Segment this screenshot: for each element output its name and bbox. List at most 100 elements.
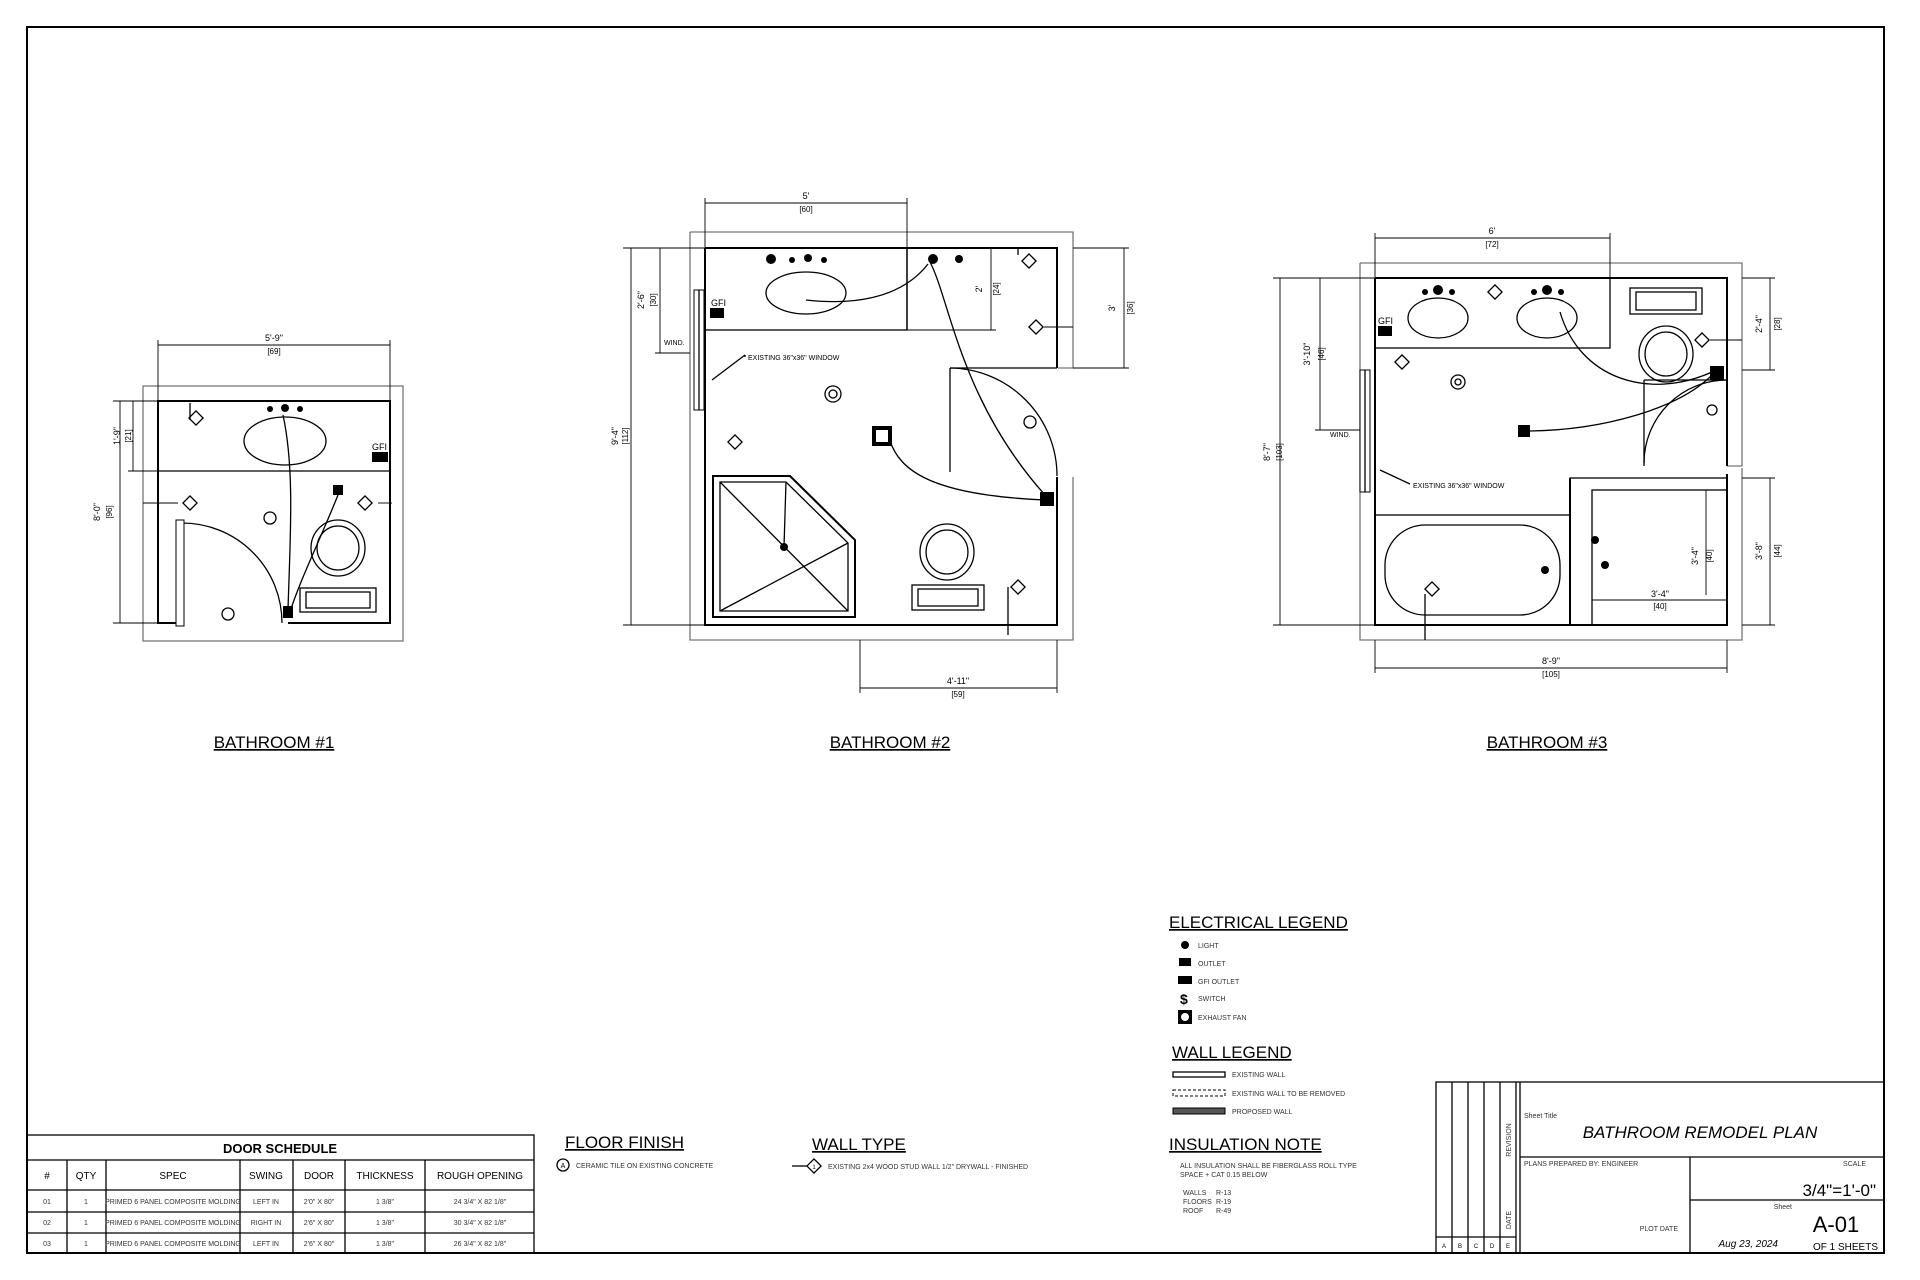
table-cell: 24 3/4" X 82 1/8" [454, 1199, 507, 1206]
sink-icon [1516, 297, 1578, 339]
table-cell: 02 [43, 1220, 51, 1227]
floor-tag: A [561, 1163, 566, 1170]
wall-tag: 1 [812, 1165, 816, 1171]
dim-label: [60] [799, 205, 812, 214]
dim-label: 2' [974, 285, 984, 292]
dim-label: [36] [1126, 301, 1135, 314]
table-cell: 26 3/4" X 82 1/8" [454, 1241, 507, 1248]
insulation-text: SPACE + CAT 0.15 BELOW [1180, 1172, 1268, 1179]
dim-label: 3'-4" [1651, 589, 1669, 599]
bathroom-1-plan: GFI 5'-9" [69] 8'-0" [96] 1'-9" [21] BAT… [92, 333, 404, 752]
legend-item: GFI OUTLET [1198, 979, 1240, 986]
electrical-legend-title: ELECTRICAL LEGEND [1169, 913, 1348, 932]
sheet-title-label: Sheet Title [1524, 1113, 1557, 1120]
dim-label: 6' [1489, 226, 1496, 236]
wall-type-title: WALL TYPE [812, 1135, 906, 1154]
scale-label: SCALE [1843, 1161, 1866, 1168]
insulation-item: WALLS [1183, 1190, 1207, 1197]
sink-icon [1407, 297, 1469, 339]
table-cell: RIGHT IN [251, 1220, 282, 1227]
window-tag: WIND. [1330, 432, 1351, 439]
floor-finish-title: FLOOR FINISH [565, 1133, 684, 1152]
table-cell: 1 3/8" [376, 1199, 395, 1206]
rev-mark: A [1442, 1244, 1446, 1250]
dim-label: [69] [267, 347, 280, 356]
dim-label: [59] [951, 690, 964, 699]
column-header: SWING [249, 1171, 283, 1182]
door-schedule: DOOR SCHEDULE # QTY SPEC SWING DOOR THIC… [26, 1134, 535, 1254]
shower-icon [712, 475, 856, 618]
floor-finish-text: CERAMIC TILE ON EXISTING CONCRETE [576, 1163, 713, 1170]
insulation-item: ROOF [1183, 1208, 1203, 1215]
dim-label: [28] [1773, 317, 1782, 330]
table-cell: LEFT IN [253, 1241, 279, 1248]
insulation-value: R-13 [1216, 1190, 1231, 1197]
bathroom-2-title: BATHROOM #2 [830, 733, 951, 752]
table-cell: LEFT IN [253, 1199, 279, 1206]
switch-icon: $ [1180, 991, 1188, 1007]
removed-wall-swatch [1172, 1089, 1226, 1097]
wall-type-note: WALL TYPE 1 EXISTING 2x4 WOOD STUD WALL … [792, 1135, 1028, 1174]
dim-label: [24] [992, 282, 1001, 295]
sheet-count: OF 1 SHEETS [1813, 1242, 1878, 1253]
rev-mark: D [1490, 1244, 1495, 1250]
toilet-icon [1629, 287, 1703, 383]
table-cell: 2'6" X 80" [304, 1241, 335, 1248]
legend-item: EXHAUST FAN [1198, 1015, 1247, 1022]
toilet-icon [911, 523, 985, 611]
dim-label: 2'-4" [1754, 315, 1764, 333]
revision-label: REVISION [1506, 1123, 1513, 1156]
dim-label: [103] [1275, 443, 1284, 461]
light-icon [1181, 941, 1189, 949]
window-tag: WIND. [664, 340, 685, 347]
rev-mark: B [1458, 1244, 1462, 1250]
table-cell: PRIMED 6 PANEL COMPOSITE MOLDING [105, 1241, 241, 1248]
dim-label: [21] [124, 429, 133, 442]
insulation-note: INSULATION NOTE ALL INSULATION SHALL BE … [1169, 1135, 1357, 1215]
dim-label: 2'-6" [636, 291, 646, 309]
dim-label: [72] [1485, 240, 1498, 249]
rev-mark: C [1474, 1244, 1479, 1250]
door-schedule-title: DOOR SCHEDULE [223, 1141, 337, 1156]
dim-label: 8'-7" [1262, 443, 1272, 461]
dim-label: [96] [105, 505, 114, 518]
table-cell: 1 3/8" [376, 1220, 395, 1227]
dim-label: 3' [1107, 304, 1117, 311]
column-header: THICKNESS [356, 1171, 414, 1182]
column-header: SPEC [159, 1171, 186, 1182]
column-header: DOOR [304, 1171, 334, 1182]
table-cell: 30 3/4" X 82 1/8" [454, 1220, 507, 1227]
dim-label: 9'-4" [610, 427, 620, 445]
rev-mark: E [1506, 1244, 1510, 1250]
insulation-item: FLOORS [1183, 1199, 1212, 1206]
sheet-label: Sheet [1774, 1204, 1792, 1211]
gfi-label: GFI [372, 442, 387, 452]
dim-label: 3'-8" [1754, 542, 1764, 560]
window-note: EXISTING 36"x36" WINDOW [748, 355, 840, 362]
toilet-icon [299, 519, 377, 613]
table-cell: PRIMED 6 PANEL COMPOSITE MOLDING [105, 1220, 241, 1227]
insulation-value: R-19 [1216, 1199, 1231, 1206]
dim-label: [112] [621, 427, 630, 444]
table-cell: 1 [84, 1199, 88, 1206]
insulation-value: R-49 [1216, 1208, 1231, 1215]
date-label: DATE [1506, 1211, 1513, 1229]
dim-label: 3'-4" [1690, 547, 1700, 565]
legend-item: EXISTING WALL [1232, 1072, 1286, 1079]
column-header: ROUGH OPENING [437, 1171, 523, 1182]
legend-item: OUTLET [1198, 961, 1226, 968]
wall-legend-title: WALL LEGEND [1172, 1043, 1292, 1062]
dim-label: [30] [649, 293, 658, 306]
insulation-note-title: INSULATION NOTE [1169, 1135, 1322, 1154]
sink-icon [243, 416, 327, 466]
prepared-by: PLANS PREPARED BY: ENGINEER [1524, 1161, 1638, 1168]
existing-wall-swatch [1172, 1071, 1226, 1078]
bathroom-3-plan: GFI WIND. EXISTING 36"x36" WINDOW 6' [72… [1262, 226, 1782, 752]
dim-label: 8'-9" [1542, 656, 1560, 666]
table-cell: 1 3/8" [376, 1241, 395, 1248]
dim-label: 5'-9" [265, 333, 283, 343]
dim-label: [44] [1773, 544, 1782, 557]
gfi-label: GFI [711, 298, 726, 308]
table-cell: 1 [84, 1241, 88, 1248]
